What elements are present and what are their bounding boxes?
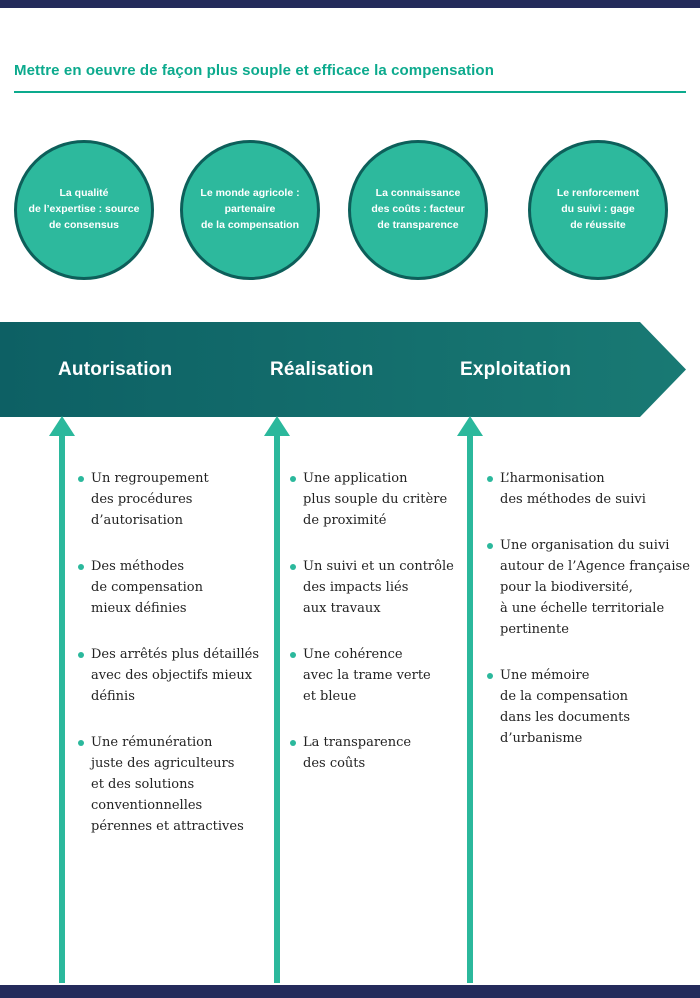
bullet-icon — [487, 673, 493, 679]
list-item-text: La transparence des coûts — [303, 735, 412, 771]
list-item-text: Des méthodes de compensation mieux défin… — [91, 559, 203, 616]
list-item: Des méthodes de compensation mieux défin… — [78, 556, 293, 619]
list-item-text: Une application plus souple du critère d… — [303, 471, 448, 528]
circle-renforcement-suivi-label: Le renforcement du suivi : gage de réuss… — [556, 187, 640, 231]
list-item: La transparence des coûts — [290, 732, 480, 774]
circle-monde-agricole-label: Le monde agricole : partenaire de la com… — [200, 187, 300, 231]
circle-monde-agricole: Le monde agricole : partenaire de la com… — [180, 140, 320, 280]
arrow-stem — [59, 436, 65, 983]
list-item: Des arrêtés plus détaillés avec des obje… — [78, 644, 293, 707]
list-item: Une cohérence avec la trame verte et ble… — [290, 644, 480, 707]
circle-renforcement-suivi: Le renforcement du suivi : gage de réuss… — [528, 140, 668, 280]
stage-label-exploitation: Exploitation — [460, 358, 572, 380]
bullet-icon — [487, 543, 493, 549]
arrow-stem — [274, 436, 280, 983]
bullet-icon — [487, 476, 493, 482]
list-realisation: Une application plus souple du critère d… — [290, 468, 480, 799]
up-arrow-autorisation — [49, 416, 75, 983]
process-arrow-band: Autorisation Réalisation Exploitation — [0, 322, 686, 417]
up-arrow-exploitation — [457, 416, 483, 983]
bullet-icon — [78, 652, 84, 658]
circle-expertise: La qualité de l’expertise : source de co… — [14, 140, 154, 280]
arrow-head-icon — [49, 416, 75, 436]
page-title: Mettre en oeuvre de façon plus souple et… — [14, 62, 494, 79]
list-item-text: Un suivi et un contrôle des impacts liés… — [303, 559, 454, 616]
title-underline — [14, 91, 686, 93]
circle-connaissance-couts-label: La connaissance des coûts : facteur de t… — [371, 187, 465, 231]
list-item-text: Une cohérence avec la trame verte et ble… — [303, 647, 431, 704]
bullet-icon — [78, 740, 84, 746]
list-exploitation: L’harmonisation des méthodes de suivi Un… — [487, 468, 697, 774]
list-item-text: Une organisation du suivi autour de l’Ag… — [500, 538, 690, 637]
arrow-head-icon — [457, 416, 483, 436]
up-arrow-realisation — [264, 416, 290, 983]
list-item-text: L’harmonisation des méthodes de suivi — [500, 471, 646, 507]
list-item: Un regroupement des procédures d’autoris… — [78, 468, 293, 531]
bullet-icon — [290, 740, 296, 746]
arrow-stem — [467, 436, 473, 983]
list-item: Un suivi et un contrôle des impacts liés… — [290, 556, 480, 619]
list-item-text: Des arrêtés plus détaillés avec des obje… — [91, 647, 259, 704]
stage-label-autorisation: Autorisation — [58, 358, 173, 380]
bullet-icon — [78, 476, 84, 482]
list-item: Une rémunération juste des agriculteurs … — [78, 732, 293, 837]
bullet-icon — [290, 652, 296, 658]
circle-expertise-label: La qualité de l’expertise : source de co… — [28, 187, 140, 231]
top-border-bar — [0, 0, 700, 8]
circle-connaissance-couts: La connaissance des coûts : facteur de t… — [348, 140, 488, 280]
list-item-text: Un regroupement des procédures d’autoris… — [91, 471, 209, 528]
list-item-text: Une mémoire de la compensation dans les … — [500, 668, 630, 746]
bullet-icon — [290, 476, 296, 482]
list-item: Une organisation du suivi autour de l’Ag… — [487, 535, 697, 640]
list-item-text: Une rémunération juste des agriculteurs … — [91, 735, 244, 834]
list-item: L’harmonisation des méthodes de suivi — [487, 468, 697, 510]
stage-label-realisation: Réalisation — [270, 358, 374, 380]
bullet-icon — [78, 564, 84, 570]
arrow-head-icon — [264, 416, 290, 436]
list-item: Une mémoire de la compensation dans les … — [487, 665, 697, 749]
list-item: Une application plus souple du critère d… — [290, 468, 480, 531]
bullet-icon — [290, 564, 296, 570]
bottom-border-bar — [0, 985, 700, 998]
list-autorisation: Un regroupement des procédures d’autoris… — [78, 468, 293, 862]
